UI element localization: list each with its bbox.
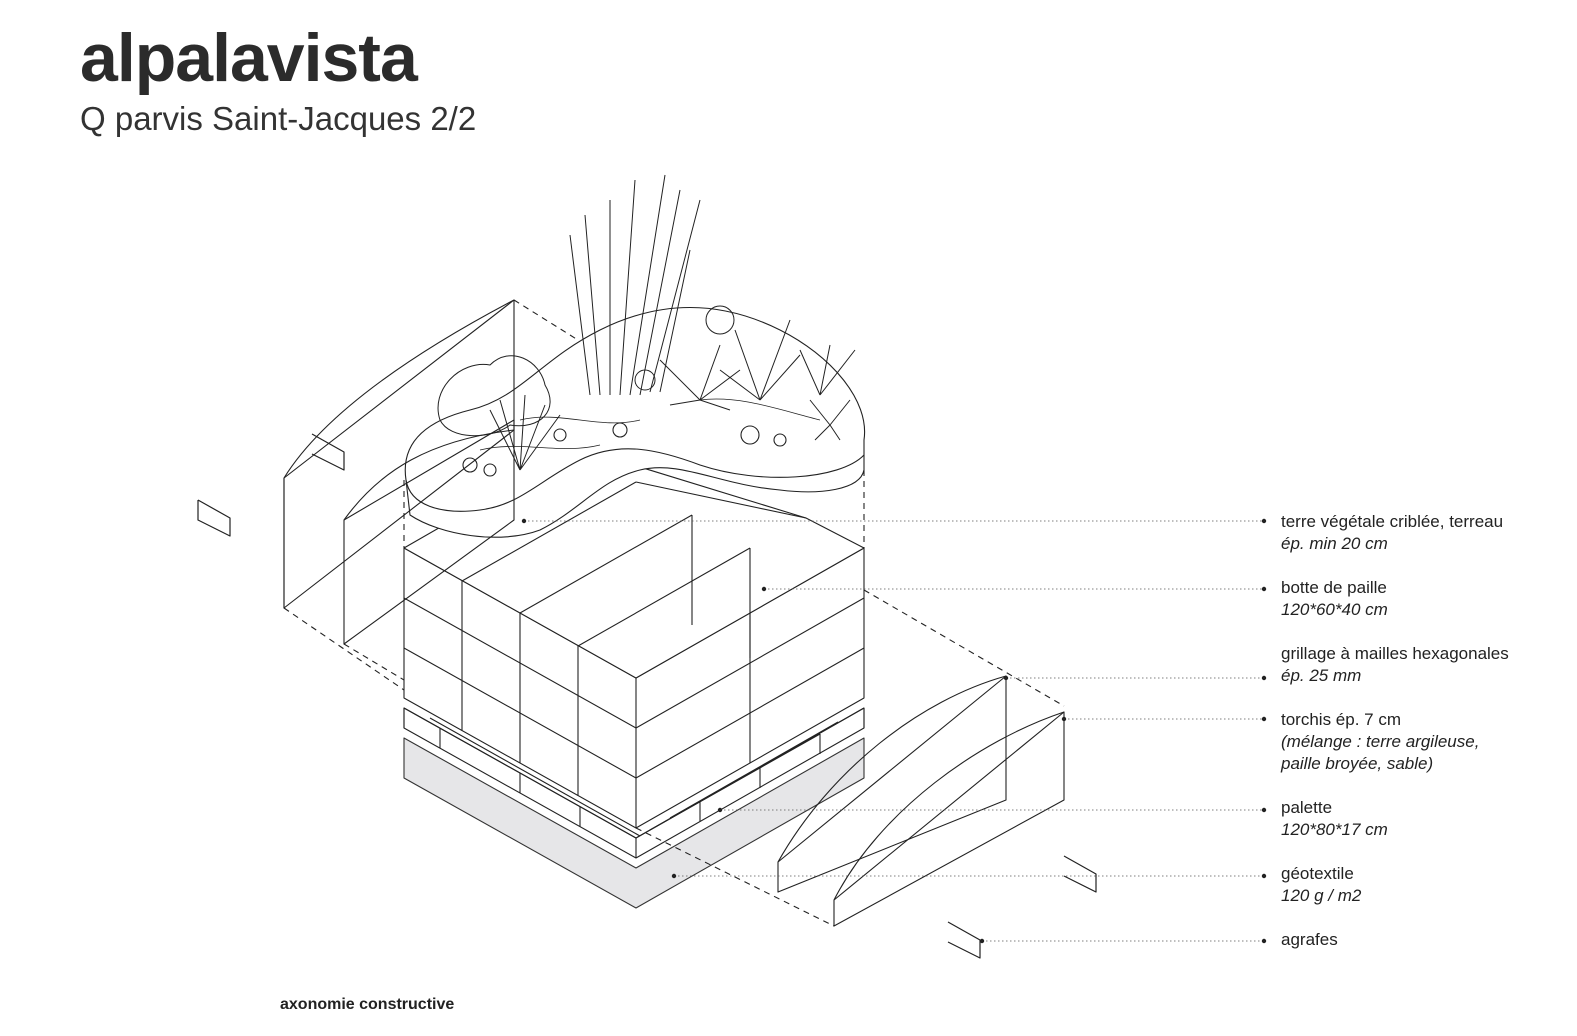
legend-item-soil: terre végétale criblée, terreau ép. min … xyxy=(1281,512,1504,553)
legend-item-geotextile: géotextile 120 g / m2 xyxy=(1281,864,1362,905)
geotextile-ground xyxy=(403,737,865,909)
torchis-panels xyxy=(283,299,1065,927)
leader-lines xyxy=(524,520,1264,942)
leader-dots xyxy=(521,518,1267,944)
legend-item-pallet: palette 120*80*17 cm xyxy=(1281,798,1388,839)
legend-item-torchis: torchis ép. 7 cm (mélange : terre argile… xyxy=(1281,710,1480,773)
soil-planter xyxy=(404,306,866,538)
page-subtitle: Q parvis Saint-Jacques 2/2 xyxy=(80,100,477,137)
pallet xyxy=(403,707,865,859)
legend-item-staples: agrafes xyxy=(1281,930,1338,949)
construction-lines xyxy=(283,299,1065,927)
page-title: alpalavista xyxy=(80,20,418,96)
legend-item-wire-mesh: grillage à mailles hexagonales ép. 25 mm xyxy=(1281,644,1509,685)
drawing-caption: axonomie constructive xyxy=(280,996,455,1013)
legend-item-straw-bale: botte de paille 120*60*40 cm xyxy=(1281,578,1388,619)
staples xyxy=(197,433,1097,959)
